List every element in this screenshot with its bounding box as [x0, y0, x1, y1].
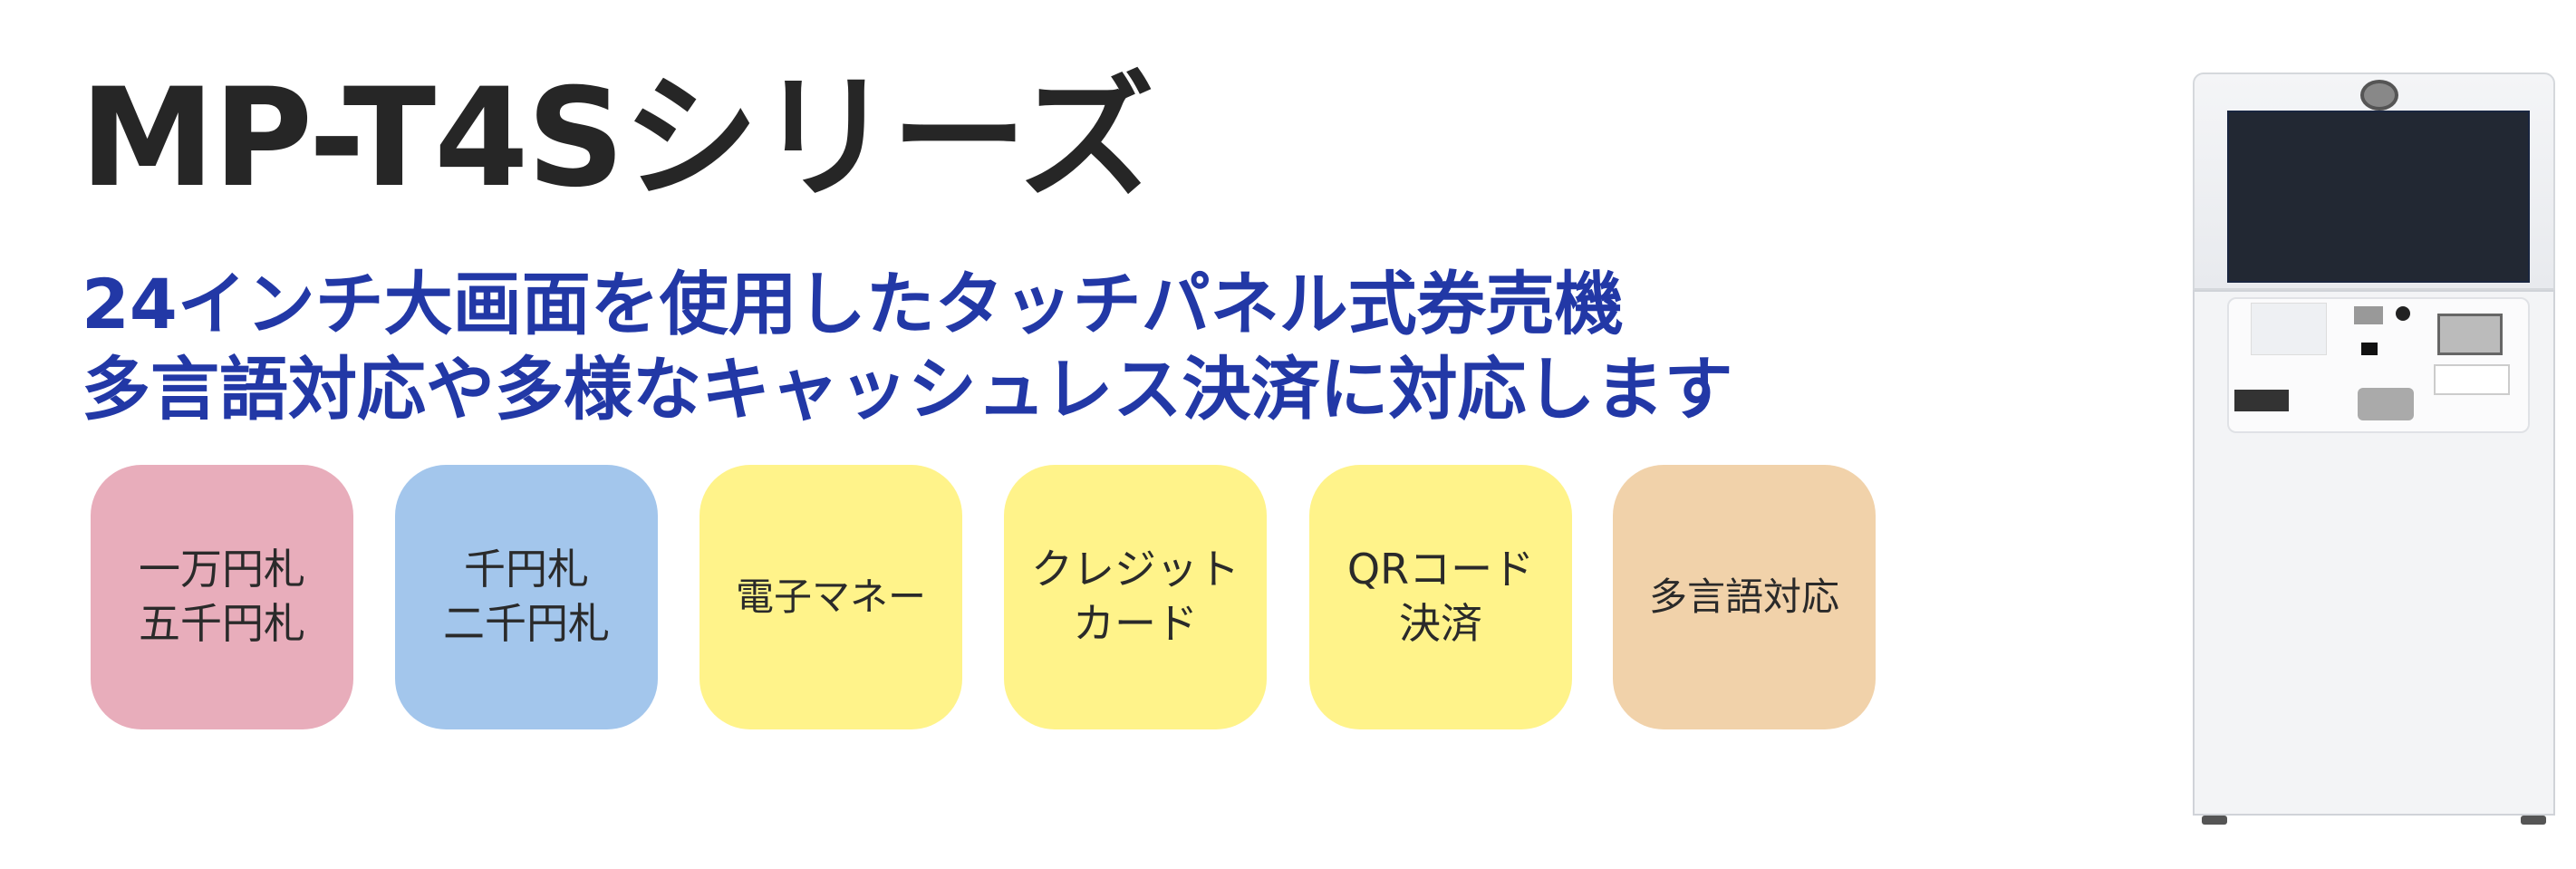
feature-label: QRコード — [1346, 545, 1535, 594]
scanner-lens — [2396, 306, 2410, 321]
feature-label: 二千円札 — [443, 599, 610, 648]
coin-slot-icon — [2354, 306, 2383, 324]
feature-label: 多言語対応 — [1648, 574, 1839, 619]
kiosk-screen — [2227, 111, 2530, 283]
kiosk-body — [2193, 290, 2555, 816]
feature-badge-credit-card: クレジット カード — [1004, 465, 1267, 729]
kiosk-top — [2193, 72, 2555, 290]
feature-badge-e-money: 電子マネー — [699, 465, 962, 729]
camera-icon — [2360, 80, 2398, 111]
feature-badge-qr-payment: QRコード 決済 — [1309, 465, 1572, 729]
subtitle-line-2: 多言語対応や多様なキャッシュレス決済に対応します — [82, 349, 1733, 430]
feature-label: 決済 — [1399, 599, 1482, 648]
feature-label: 五千円札 — [139, 599, 305, 648]
kiosk-foot — [2202, 816, 2227, 825]
feature-badge-bills-1000-2000: 千円札 二千円札 — [395, 465, 658, 729]
bill-slot — [2234, 390, 2289, 411]
feature-label: 一万円札 — [139, 545, 305, 594]
page-title: MP-T4Sシリーズ — [80, 60, 1154, 217]
feature-badge-multilingual: 多言語対応 — [1613, 465, 1876, 729]
ticket-vending-machine-icon — [2193, 72, 2555, 832]
kiosk-panel — [2227, 297, 2530, 433]
feature-badge-bills-10000-5000: 一万円札 五千円札 — [91, 465, 353, 729]
feature-label: カード — [1073, 599, 1198, 648]
receipt-printer — [2437, 314, 2503, 355]
kiosk-foot — [2521, 816, 2546, 825]
coin-return-tray — [2358, 388, 2414, 420]
feature-label: クレジット — [1031, 545, 1240, 594]
sensor — [2361, 343, 2378, 355]
card-reader-area — [2251, 303, 2327, 355]
subtitle-line-1: 24インチ大画面を使用したタッチパネル式券売機 — [82, 264, 1624, 344]
feature-label: 千円札 — [464, 545, 589, 594]
qr-reader — [2434, 364, 2510, 395]
feature-label: 電子マネー — [735, 574, 926, 619]
